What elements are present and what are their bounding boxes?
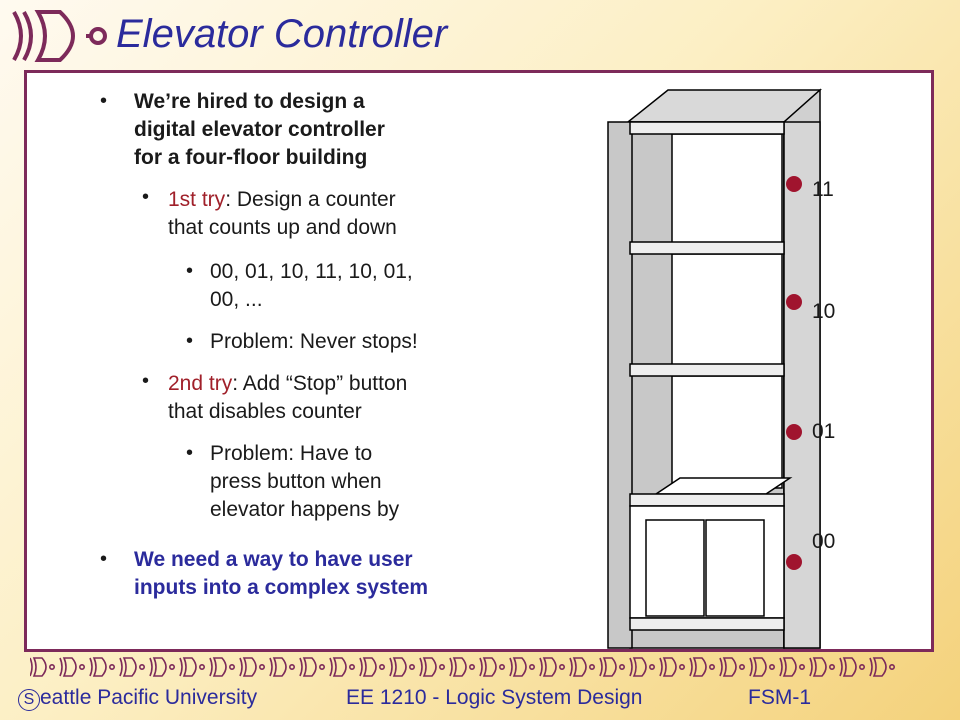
decorative-gate-border [30,657,896,677]
bullet-press-button: Problem: Have to press button when eleva… [210,440,399,524]
footer-slide-id: FSM-1 [748,686,811,709]
bullet-sequence: 00, 01, 10, 11, 10, 01, 00, ... [210,258,413,314]
first-try-label: 1st try [168,188,226,211]
university-name: eattle Pacific University [40,686,258,709]
second-try-line-1: : Add “Stop” button [232,372,408,395]
floor-label-01: 01 [812,420,836,443]
bullet-second-try: 2nd try: Add “Stop” button that disables… [168,370,407,426]
press-button-line-1: Problem: Have to [210,442,373,465]
never-stops-line: Problem: Never stops! [210,330,418,353]
bullet-hired-line-2: digital elevator controller [134,118,385,141]
user-inputs-line-1: We need a way to have user [134,548,413,571]
page-title: Elevator Controller [116,12,448,56]
floor-dot-00 [786,554,802,570]
first-try-line-1: : Design a counter [225,188,396,211]
bullet-dot: • [186,442,194,464]
bullet-hired: We’re hired to design a digital elevator… [134,88,385,172]
floor-label-10: 10 [812,300,836,323]
bullet-dot: • [142,186,150,208]
second-try-line-2: that disables counter [168,400,362,423]
sequence-line-1: 00, 01, 10, 11, 10, 01, [210,260,413,283]
bullet-hired-line-1: We’re hired to design a [134,90,365,113]
floor-indicator-dots [786,176,802,570]
university-initial: S [18,689,40,711]
first-try-line-2: that counts up and down [168,216,397,239]
bullet-hired-line-3: for a four-floor building [134,146,368,169]
press-button-line-3: elevator happens by [210,498,400,521]
press-button-line-2: press button when [210,470,382,493]
floor-dot-11 [786,176,802,192]
bullet-dot: • [100,90,108,112]
second-try-label: 2nd try [168,372,233,395]
bullet-user-inputs: We need a way to have user inputs into a… [134,546,428,602]
sequence-line-2: 00, ... [210,288,263,311]
bullet-dot: • [100,548,108,570]
bullet-first-try: 1st try: Design a counter that counts up… [168,186,397,242]
footer-course: EE 1210 - Logic System Design [346,686,643,709]
elevator-shaft-illustration [607,88,822,649]
floor-dot-01 [786,424,802,440]
bullet-never-stops: Problem: Never stops! [210,328,418,356]
floor-label-11: 11 [812,178,834,201]
user-inputs-line-2: inputs into a complex system [134,576,429,599]
logic-gate-logo-icon [12,10,107,62]
floor-dot-10 [786,294,802,310]
bullet-dot: • [186,330,194,352]
bullet-dot: • [142,370,150,392]
floor-label-00: 00 [812,530,836,553]
bullet-dot: • [186,260,194,282]
